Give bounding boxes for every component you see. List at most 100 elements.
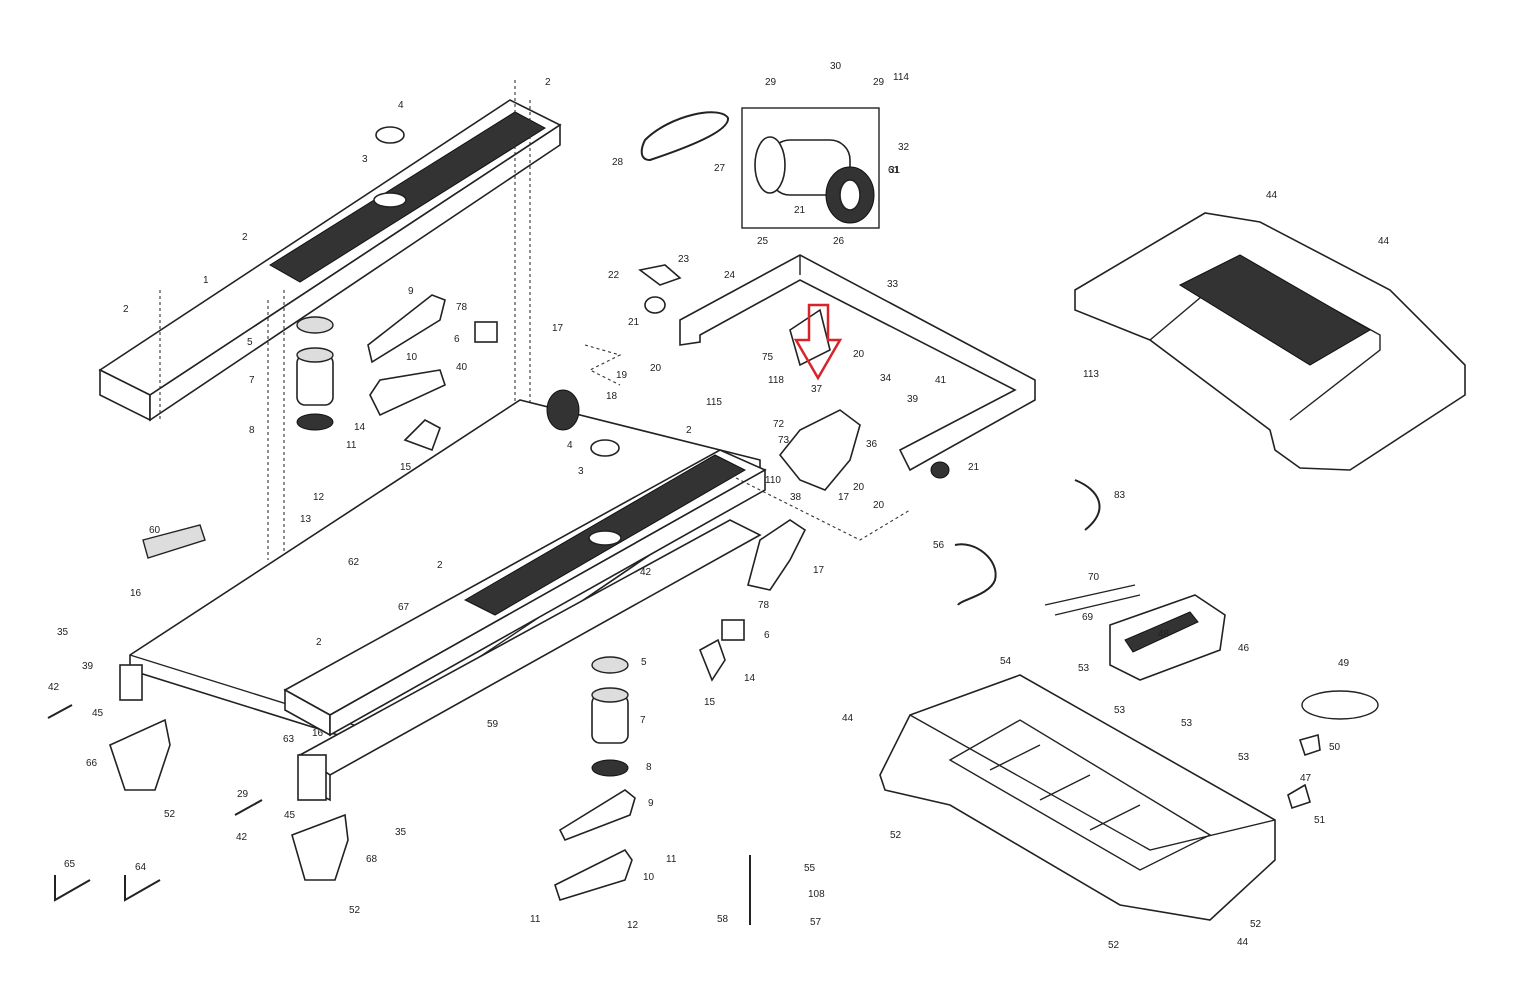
label-56: 56 xyxy=(933,540,945,551)
label-115: 115 xyxy=(706,397,722,408)
label-48: 48 xyxy=(1158,629,1170,640)
label-75: 75 xyxy=(762,352,774,363)
label-34: 34 xyxy=(880,373,892,384)
label-51: 51 xyxy=(1314,815,1326,826)
label-13: 13 xyxy=(300,514,312,525)
label-10: 10 xyxy=(406,352,418,363)
label-28: 28 xyxy=(612,157,624,168)
label-26: 26 xyxy=(833,236,845,247)
label-53: 53 xyxy=(1238,752,1250,763)
label-6: 6 xyxy=(764,630,770,641)
label-65: 65 xyxy=(64,859,76,870)
label-27: 27 xyxy=(714,163,726,174)
label-54: 54 xyxy=(1000,656,1012,667)
label-37: 37 xyxy=(811,384,823,395)
label-20: 20 xyxy=(853,349,865,360)
label-35: 35 xyxy=(395,827,407,838)
label-2: 2 xyxy=(686,425,692,436)
label-57: 57 xyxy=(810,917,822,928)
label-52: 52 xyxy=(1108,940,1120,951)
label-4: 4 xyxy=(398,100,404,111)
label-53: 53 xyxy=(1181,718,1193,729)
label-2: 2 xyxy=(316,637,322,648)
label-62: 62 xyxy=(348,557,360,568)
label-8: 8 xyxy=(249,425,255,436)
label-11: 11 xyxy=(530,914,541,925)
label-110: 110 xyxy=(765,475,781,486)
label-21: 21 xyxy=(628,317,640,328)
center-roller-stack xyxy=(554,619,751,925)
label-16: 16 xyxy=(312,728,324,739)
label-2: 2 xyxy=(242,232,248,243)
label-7: 7 xyxy=(249,375,255,386)
label-19: 19 xyxy=(616,370,628,381)
label-4: 4 xyxy=(567,440,573,451)
label-42: 42 xyxy=(640,567,652,578)
label-8: 8 xyxy=(646,762,652,773)
label-55: 55 xyxy=(804,863,816,874)
left-rail-assembly xyxy=(98,80,562,570)
label-20: 20 xyxy=(873,500,885,511)
label-69: 69 xyxy=(1082,612,1094,623)
label-32: 32 xyxy=(898,142,910,153)
label-108: 108 xyxy=(808,889,825,900)
motor-hood xyxy=(1074,212,1466,531)
label-39: 39 xyxy=(82,661,94,672)
label-40: 40 xyxy=(456,362,468,373)
label-5: 5 xyxy=(247,337,253,348)
label-29: 29 xyxy=(237,789,249,800)
highlight-arrow xyxy=(793,303,843,381)
label-52: 52 xyxy=(349,905,361,916)
label-64: 64 xyxy=(135,862,147,873)
label-22: 22 xyxy=(608,270,620,281)
label-29: 29 xyxy=(765,77,777,88)
label-78: 78 xyxy=(456,302,468,313)
label-44: 44 xyxy=(1378,236,1390,247)
label-29: 29 xyxy=(873,77,885,88)
label-53: 53 xyxy=(1078,663,1090,674)
label-17: 17 xyxy=(552,323,564,334)
label-36: 36 xyxy=(866,439,878,450)
label-33: 33 xyxy=(887,279,899,290)
label-53: 53 xyxy=(1114,705,1126,716)
label-59: 59 xyxy=(487,719,499,730)
label-49: 49 xyxy=(1338,658,1350,669)
label-9: 9 xyxy=(648,798,654,809)
label-52: 52 xyxy=(164,809,176,820)
label-12: 12 xyxy=(313,492,325,503)
label-70: 70 xyxy=(1088,572,1100,583)
label-1: 1 xyxy=(203,275,209,286)
label-118: 118 xyxy=(768,375,784,386)
label-73: 73 xyxy=(778,435,790,446)
label-31: 31 xyxy=(889,165,901,176)
label-42: 42 xyxy=(236,832,248,843)
label-2: 2 xyxy=(545,77,551,88)
label-46: 46 xyxy=(1238,643,1250,654)
label-52: 52 xyxy=(890,830,902,841)
label-83: 83 xyxy=(1114,490,1126,501)
label-18: 18 xyxy=(606,391,618,402)
label-58: 58 xyxy=(717,914,729,925)
label-35: 35 xyxy=(57,627,69,638)
label-2: 2 xyxy=(123,304,129,315)
part-labels: 1 2 2 2 2 2 2 3 3 4 4 5 5 6 6 7 7 8 8 9 … xyxy=(48,61,1390,951)
label-11: 11 xyxy=(346,440,357,451)
label-17: 17 xyxy=(813,565,825,576)
label-3: 3 xyxy=(362,154,368,165)
label-12: 12 xyxy=(627,920,639,931)
label-16: 16 xyxy=(130,588,142,599)
label-7: 7 xyxy=(640,715,646,726)
label-61: 61 xyxy=(888,165,900,176)
label-68: 68 xyxy=(366,854,378,865)
label-14: 14 xyxy=(744,673,756,684)
motor-assembly xyxy=(640,107,880,229)
label-113: 113 xyxy=(1083,369,1099,380)
label-44: 44 xyxy=(1237,937,1249,948)
label-25: 25 xyxy=(757,236,769,247)
label-17: 17 xyxy=(838,492,850,503)
label-72: 72 xyxy=(773,419,785,430)
label-6: 6 xyxy=(454,334,460,345)
label-44: 44 xyxy=(842,713,854,724)
label-21: 21 xyxy=(968,462,980,473)
